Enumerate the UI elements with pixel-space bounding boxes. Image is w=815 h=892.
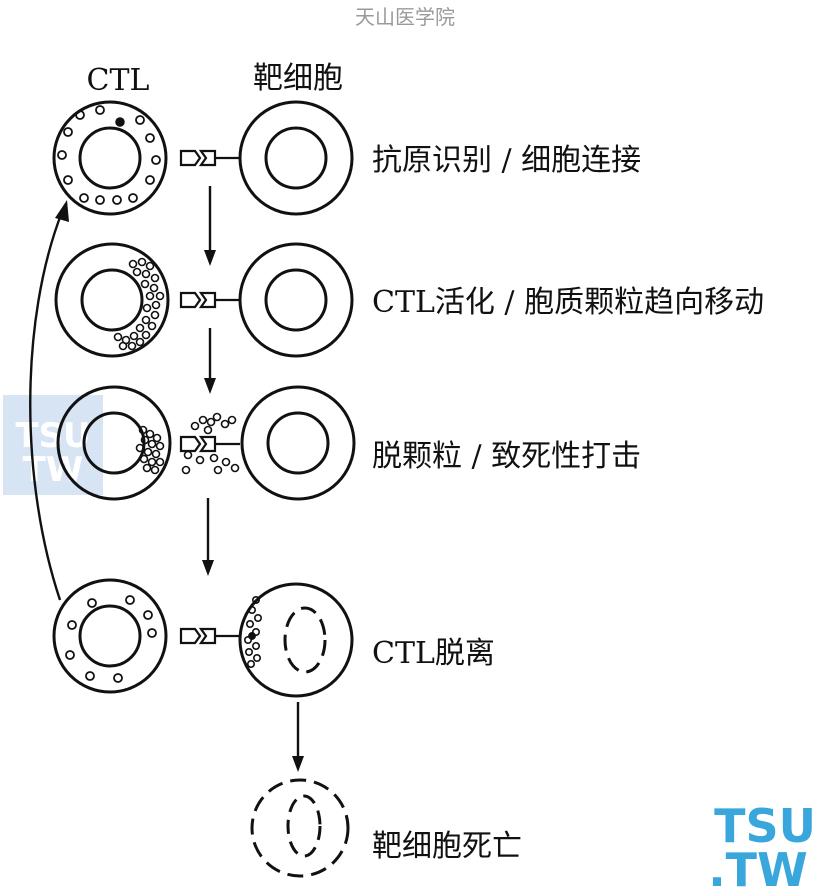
tcr-connector [179,435,240,453]
row-5-target-death [250,778,350,878]
target-cell-nucleus [264,268,328,332]
ctl-cell-outer [54,242,170,358]
brand-logo-line2: .TW [708,843,808,892]
ctl-granules [65,595,157,683]
ctl-column-label: CTL [87,63,150,98]
ctl-granules-clustered [135,425,165,475]
watermark-logo-left: TSU TW [3,395,103,495]
tcr-connector [179,149,240,167]
step-label-5: 靶细胞死亡 [372,829,522,864]
watermark-logo-line1: TSU [15,416,90,456]
watermark-top-text: 天山医学院 [355,5,455,29]
step-label-4: CTL脱离 [372,636,495,671]
arrowhead-2 [204,378,216,394]
row-3-degranulation [56,385,356,501]
target-cell-nucleus [264,126,328,190]
ctl-cell-outer [52,578,168,694]
tcr-connector [179,627,240,645]
flow-arrows [29,186,300,758]
ctl-granules-polarized [113,257,165,351]
dead-target-nucleus-dashed [286,794,322,858]
step-label-2: CTL活化 / 胞质颗粒趋向移动 [372,285,764,320]
recycle-arrow [29,211,64,601]
target-cell-outer [238,242,354,358]
arrowheads [55,200,304,772]
ctl-granule-filled [115,117,125,127]
ctl-granules [57,105,161,205]
target-granule-filled [248,632,256,640]
row-1-recognition [52,100,354,216]
row-2-activation [54,242,354,358]
target-cell-outer [240,385,356,501]
arrowhead-recycle [55,200,69,222]
ctl-cell-outer [52,100,168,216]
ctl-cell-nucleus [78,126,142,190]
target-granules [244,595,263,668]
brand-logo-line1: TSU [714,799,815,853]
target-cell-nucleus [266,411,330,475]
target-column-label: 靶细胞 [253,61,343,96]
dead-target-cell-dashed [250,778,350,878]
released-granules [181,412,240,475]
ctl-cell-nucleus [80,268,144,332]
row-4-detachment [52,578,354,698]
arrowhead-4 [292,756,304,772]
ctl-cell-outer [56,385,172,501]
watermark-logo-box [3,395,103,495]
dying-target-cell-outer [238,582,354,698]
brand-logo: TSU .TW [708,799,815,892]
tcr-connector [179,291,240,309]
arrowhead-3 [202,560,214,576]
ctl-cell-nucleus [78,604,142,668]
step-label-1: 抗原识别 / 细胞连接 [372,143,641,178]
step-label-3: 脱颗粒 / 致死性打击 [372,439,641,474]
arrowhead-1 [204,250,216,266]
target-cell-outer [238,100,354,216]
dying-target-nucleus-dashed [283,606,327,674]
